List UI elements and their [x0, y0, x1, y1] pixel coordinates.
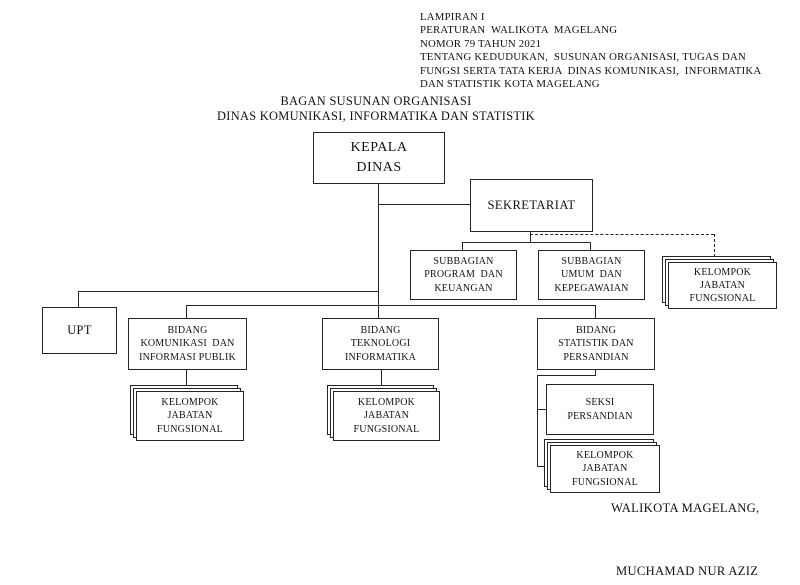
- bidang-teknologi-informatika-box: BIDANG TEKNOLOGI INFORMATIKA: [322, 318, 439, 370]
- connector-teknologi-kelompok-drop: [381, 368, 382, 385]
- connector-statistik-bracket-vertical: [537, 375, 538, 466]
- bidang-statistik-persandian-box: BIDANG STATISTIK DAN PERSANDIAN: [537, 318, 655, 370]
- upt-box: UPT: [42, 307, 117, 354]
- kelompok-jabatan-fungsional-box: KELOMPOK JABATAN FUNGSIONAL: [668, 262, 777, 309]
- kelompok-jabatan-teknologi-stack: KELOMPOK JABATAN FUNGSIONAL: [327, 385, 440, 441]
- connector-dashed-to-kelompok: [530, 234, 714, 235]
- connector-seksi-stub: [537, 409, 546, 410]
- kelompok-jabatan-fungsional-box: KELOMPOK JABATAN FUNGSIONAL: [550, 445, 660, 493]
- kelompok-jabatan-fungsional-box: KELOMPOK JABATAN FUNGSIONAL: [136, 391, 244, 441]
- connector-dashed-kelompok-drop: [714, 234, 715, 257]
- connector-sekretariat-drop: [530, 230, 531, 242]
- kepala-dinas-box: KEPALA DINAS: [313, 132, 445, 184]
- connector-trunk-vertical: [378, 182, 379, 318]
- connector-bidang-statistik-drop: [595, 305, 596, 318]
- connector-bidang-horizontal: [186, 305, 595, 306]
- connector-to-sekretariat: [378, 204, 470, 205]
- chart-title-line2: DINAS KOMUNIKASI, INFORMATIKA DAN STATIS…: [217, 108, 535, 123]
- connector-bidang-komunikasi-drop: [186, 305, 187, 318]
- chart-title: BAGAN SUSUNAN ORGANISASI DINAS KOMUNIKAS…: [96, 94, 656, 123]
- connector-subbagian-horizontal: [462, 242, 590, 243]
- kelompok-jabatan-fungsional-box: KELOMPOK JABATAN FUNGSIONAL: [333, 391, 440, 441]
- kelompok-jabatan-komunikasi-stack: KELOMPOK JABATAN FUNGSIONAL: [130, 385, 244, 441]
- kelompok-jabatan-statistik-stack: KELOMPOK JABATAN FUNGSIONAL: [544, 439, 660, 493]
- connector-komunikasi-kelompok-drop: [186, 368, 187, 385]
- subbagian-program-keuangan-box: SUBBAGIAN PROGRAM DAN KEUANGAN: [410, 250, 517, 300]
- kelompok-jabatan-sekretariat-stack: KELOMPOK JABATAN FUNGSIONAL: [662, 256, 777, 309]
- signature-title: WALIKOTA MAGELANG,: [611, 501, 760, 515]
- connector-upt-drop: [78, 291, 79, 307]
- connector-statistik-stub: [595, 368, 596, 375]
- sekretariat-box: SEKRETARIAT: [470, 179, 593, 232]
- subbagian-umum-kepegawaian-box: SUBBAGIAN UMUM DAN KEPEGAWAIAN: [538, 250, 645, 300]
- seksi-persandian-box: SEKSI PERSANDIAN: [546, 384, 654, 435]
- connector-statistik-kelompok-stub: [537, 466, 545, 467]
- connector-statistik-bracket-top: [537, 375, 596, 376]
- chart-title-line1: BAGAN SUSUNAN ORGANISASI: [280, 94, 472, 108]
- bidang-komunikasi-informasi-publik-box: BIDANG KOMUNIKASI DAN INFORMASI PUBLIK: [128, 318, 247, 370]
- connector-upt-horizontal: [78, 291, 378, 292]
- signature-name: MUCHAMAD NUR AZIZ: [616, 564, 759, 578]
- regulation-header: LAMPIRAN I PERATURAN WALIKOTA MAGELANG N…: [420, 11, 762, 91]
- connector-subbagian-program-drop: [462, 242, 463, 250]
- connector-subbagian-umum-drop: [590, 242, 591, 250]
